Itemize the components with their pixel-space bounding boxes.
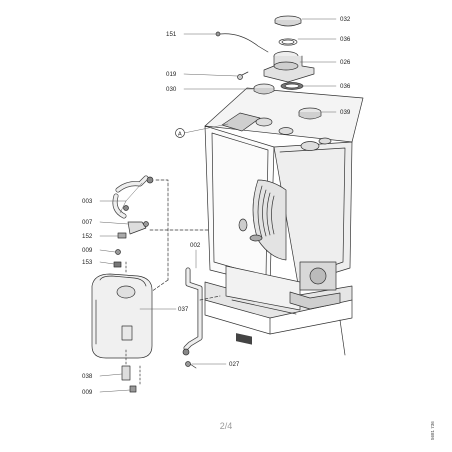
leader-lines [99,18,337,393]
label-003: 003 [82,198,93,205]
label-153: 153 [82,259,93,266]
label-152: 152 [82,233,93,240]
label-030: 030 [166,86,177,93]
label-019: 019 [166,71,177,78]
label-009-lower: 009 [82,389,93,396]
document-id: 5681 736 [430,421,440,440]
pipework-left [112,175,211,295]
label-037: 037 [178,306,189,313]
part-labels: 032 036 151 026 019 030 036 039 A 003 00… [82,16,351,396]
label-027: 027 [229,361,240,368]
pump-assembly [289,261,341,310]
callout-a-circle [175,128,185,138]
heat-exchanger [238,179,287,261]
label-002: 002 [190,242,201,249]
label-036-upper: 036 [340,36,351,43]
label-038: 038 [82,373,93,380]
label-a: A [178,131,182,137]
expansion-vessel [91,273,153,359]
flue-adaptor-stack [215,15,322,120]
label-007: 007 [82,219,93,226]
label-036-lower: 036 [340,83,351,90]
label-032: 032 [340,16,351,23]
label-026: 026 [340,59,351,66]
top-plate [221,112,332,151]
label-151: 151 [166,31,177,38]
drain-valve [121,349,141,393]
label-009-upper: 009 [82,247,93,254]
document-id-text: 5681 736 [430,421,435,440]
label-039: 039 [340,109,351,116]
connecting-pipe [182,267,221,369]
page-indicator: 2/4 [219,421,233,431]
